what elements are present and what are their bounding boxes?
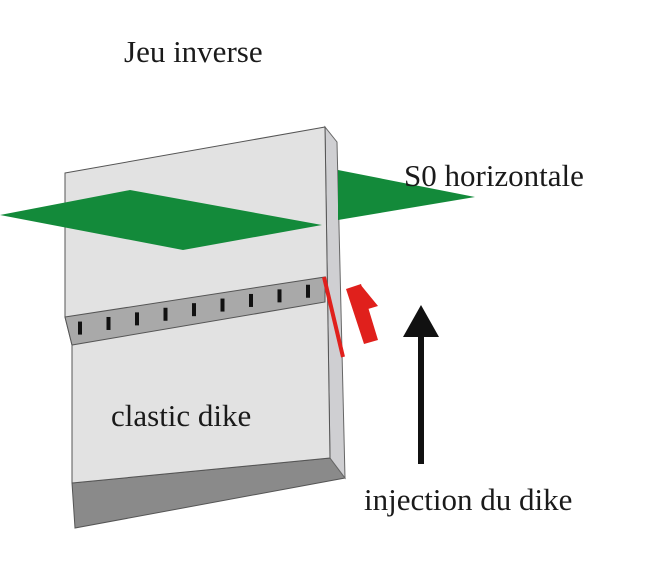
title-label: Jeu inverse bbox=[124, 34, 263, 69]
dike-band-tick bbox=[106, 316, 111, 330]
bedding-plane-right bbox=[338, 170, 475, 220]
injection-arrow-shaft bbox=[418, 334, 424, 464]
dike-band-tick bbox=[277, 289, 282, 303]
injection-label: injection du dike bbox=[364, 482, 573, 517]
dike-band-tick bbox=[78, 321, 82, 335]
dike-label: clastic dike bbox=[111, 398, 252, 433]
dike-band-tick bbox=[306, 284, 310, 298]
bedding-plane-left bbox=[0, 190, 322, 250]
bedding-label: S0 horizontale bbox=[404, 158, 584, 193]
dike-band-tick bbox=[220, 298, 225, 312]
dike-band-tick bbox=[163, 307, 168, 321]
shear-plane-line bbox=[322, 276, 345, 358]
dike-band-tick bbox=[192, 303, 196, 317]
dike-band-ticks bbox=[78, 284, 310, 335]
injection-arrow-head-icon bbox=[403, 305, 439, 337]
shear-sense-flag-icon bbox=[346, 284, 378, 344]
shear-sense-flag-tip bbox=[360, 284, 378, 309]
dike-band-tick bbox=[135, 312, 139, 326]
dike-band-tick bbox=[249, 293, 253, 307]
